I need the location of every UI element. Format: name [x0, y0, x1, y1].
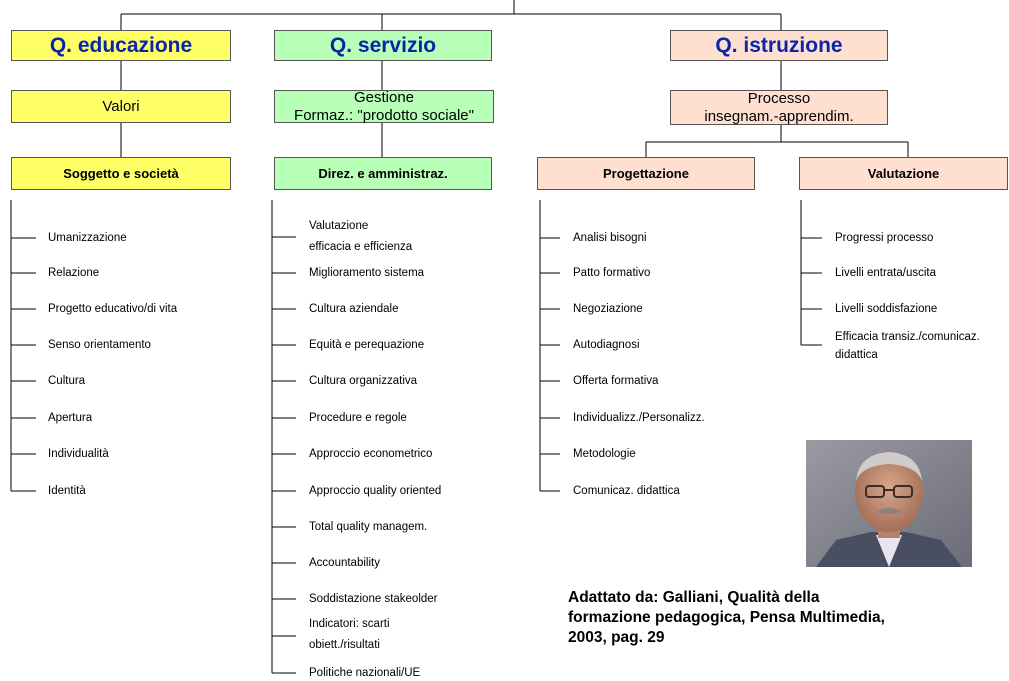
- list-item: Apertura: [48, 412, 93, 424]
- header-istruzione: Q. istruzione: [670, 30, 888, 61]
- list-item: Relazione: [48, 267, 100, 279]
- processo-line1: Processo: [747, 89, 811, 107]
- gestione-line2: Formaz.: "prodotto sociale": [294, 106, 474, 124]
- header-educazione: Q. educazione: [11, 30, 231, 61]
- list-item: Senso orientamento: [48, 339, 151, 351]
- list-item: Metodologie: [573, 448, 636, 460]
- list-item: Comunicaz. didattica: [573, 485, 680, 497]
- list-item: Negoziazione: [573, 303, 643, 315]
- caption-line: 2003, pag. 29: [568, 629, 665, 646]
- list-item: Efficacia transiz./comunicaz.: [835, 331, 980, 343]
- list-item: Offerta formativa: [573, 375, 659, 387]
- list-item: Miglioramento sistema: [309, 267, 425, 279]
- list-item: Equità e perequazione: [309, 339, 425, 351]
- source-caption: Adattato da: Galliani, Qualità della for…: [568, 588, 998, 648]
- list-item: Identità: [48, 485, 86, 497]
- list-item: Approccio quality oriented: [309, 485, 442, 497]
- list-item: Autodiagnosi: [573, 339, 640, 351]
- list-item: Approccio econometrico: [309, 448, 433, 460]
- list-item: Individualità: [48, 448, 109, 460]
- list-item: obiett./risultati: [309, 639, 380, 651]
- list-item: Cultura: [48, 375, 86, 387]
- box-gestione: Gestione Formaz.: "prodotto sociale": [274, 88, 494, 124]
- list-item: Soddistazione stakeolder: [309, 593, 438, 605]
- list-item: Livelli soddisfazione: [835, 303, 938, 315]
- list-item: Livelli entrata/uscita: [835, 267, 936, 279]
- list-item: Progressi processo: [835, 232, 934, 244]
- author-portrait-photo: [806, 440, 972, 567]
- list-item: Procedure e regole: [309, 412, 407, 424]
- list-item: Total quality managem.: [309, 521, 428, 533]
- list-item: Indicatori: scarti: [309, 618, 390, 630]
- caption-line: formazione pedagogica, Pensa Multimedia,: [568, 609, 885, 626]
- box-processo: Processo insegnam.-apprendim.: [670, 90, 888, 125]
- box-direzione: Direz. e amministraz.: [274, 157, 492, 190]
- list-item: efficacia e efficienza: [309, 241, 413, 253]
- gestione-line1: Gestione: [353, 88, 415, 106]
- processo-line2: insegnam.-apprendim.: [704, 107, 854, 125]
- list-item: Cultura aziendale: [309, 303, 399, 315]
- list-item: Politiche nazionali/UE: [309, 667, 421, 679]
- box-soggetto: Soggetto e società: [11, 157, 231, 190]
- list-item: Analisi bisogni: [573, 232, 647, 244]
- list-item: Accountability: [309, 557, 380, 569]
- caption-line: Adattato da: Galliani, Qualità della: [568, 589, 820, 606]
- header-servizio: Q. servizio: [274, 30, 492, 61]
- list-item: Umanizzazione: [48, 232, 127, 244]
- list-item: Progetto educativo/di vita: [48, 303, 178, 315]
- box-valutazione: Valutazione: [799, 157, 1008, 190]
- box-valori: Valori: [11, 90, 231, 123]
- list-item: Valutazione: [309, 220, 369, 232]
- list-item: Patto formativo: [573, 267, 651, 279]
- list-item: didattica: [835, 349, 878, 361]
- box-progettazione: Progettazione: [537, 157, 755, 190]
- list-item: Individualizz./Personalizz.: [573, 412, 705, 424]
- list-item: Cultura organizzativa: [309, 375, 418, 387]
